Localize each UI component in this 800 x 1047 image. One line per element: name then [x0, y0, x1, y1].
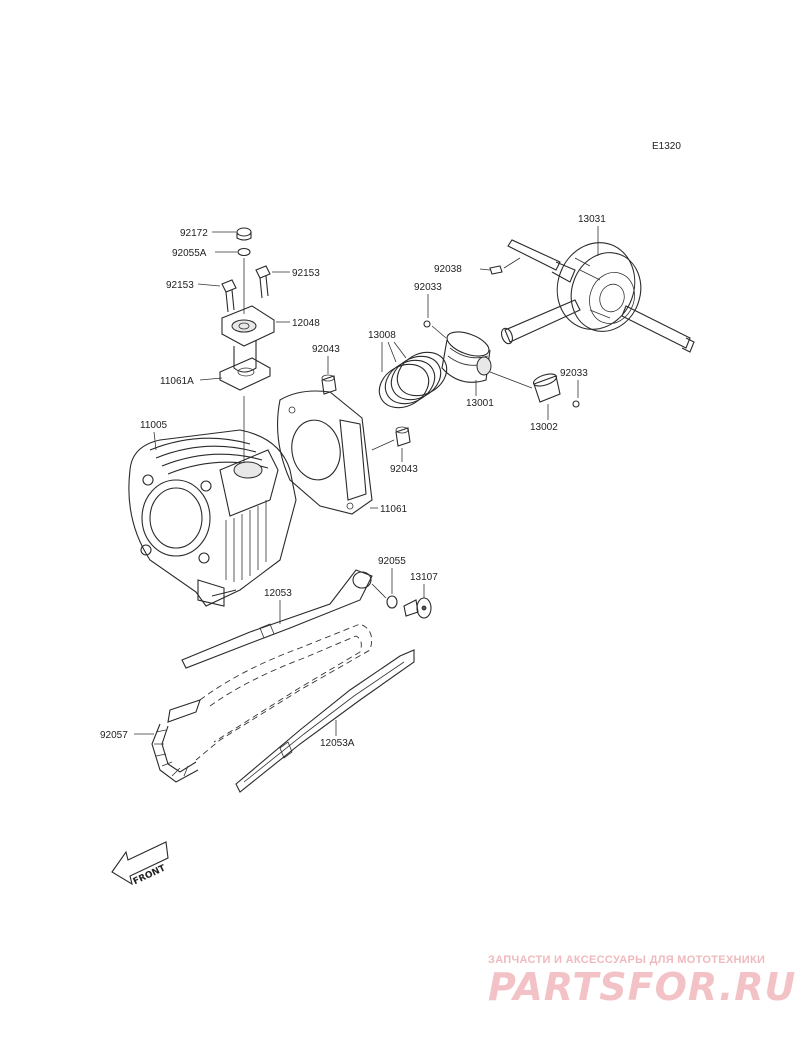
bolt-92153-right	[255, 265, 271, 299]
leader-13002-b	[489, 371, 533, 389]
piston-pin-13002	[532, 373, 561, 403]
leader-92043-b-axis	[371, 439, 395, 451]
piston-rings-13008	[378, 351, 448, 409]
watermark-logo: PARTSFOR.RU	[488, 965, 796, 1009]
guide-bolt-13107	[403, 597, 432, 619]
label-12048: 12048	[292, 318, 320, 329]
cap-bolt-92172	[236, 227, 252, 241]
label-11005: 11005	[140, 420, 168, 431]
watermark-tagline: ЗАПЧАСТИ И АКСЕССУАРЫ ДЛЯ МОТОТЕХНИКИ	[488, 954, 765, 966]
leader-13008	[381, 341, 407, 372]
diagram-code: E1320	[652, 141, 681, 152]
label-11061: 11061	[380, 504, 408, 515]
label-92153-left: 92153	[166, 280, 194, 291]
label-92043-a: 92043	[312, 344, 340, 355]
cylinder-11005	[128, 429, 297, 607]
label-92172: 92172	[180, 228, 208, 239]
label-13107: 13107	[410, 572, 438, 583]
label-13031: 13031	[578, 214, 606, 225]
leader-92153-left	[197, 283, 221, 287]
cylinder-gasket-11061	[276, 390, 373, 515]
leader-92038	[479, 268, 491, 271]
bolt-92153-left	[221, 279, 237, 313]
label-92055A: 92055A	[172, 248, 207, 259]
label-92153-right: 92153	[292, 268, 320, 279]
crankshaft-13031	[501, 239, 695, 353]
label-12053: 12053	[264, 588, 292, 599]
chain-guide-12053A	[235, 649, 415, 793]
leader-11061A	[199, 377, 223, 381]
leader-92038-b	[503, 257, 521, 269]
cam-chain-92057	[151, 623, 373, 783]
label-13008: 13008	[368, 330, 396, 341]
label-12053A: 12053A	[320, 738, 355, 749]
o-ring-92055A	[237, 247, 251, 257]
piston-pin-clip-92033-a	[423, 320, 431, 328]
woodruff-key-92038	[489, 265, 503, 275]
cam-chain-tensioner-12048	[219, 305, 275, 391]
washer-92055	[386, 595, 398, 609]
leader-92033-a-b	[431, 325, 447, 339]
label-92057: 92057	[100, 730, 128, 741]
piston-pin-clip-92033-b	[572, 400, 580, 408]
label-11061A: 11061A	[160, 376, 194, 387]
label-92038: 92038	[434, 264, 462, 275]
piston-13001	[441, 331, 492, 383]
leader-11005	[153, 431, 157, 451]
dowel-pin-92043-b	[395, 426, 411, 447]
leader-13107-axis	[371, 583, 387, 599]
front-arrow-icon: FRONT	[111, 841, 169, 887]
label-92055: 92055	[378, 556, 406, 567]
dowel-pin-92043-a	[321, 374, 337, 395]
chain-guide-12053	[181, 569, 373, 669]
label-92033-b: 92033	[560, 368, 588, 379]
label-92033-a: 92033	[414, 282, 442, 293]
label-13001: 13001	[466, 398, 494, 409]
label-13002: 13002	[530, 422, 558, 433]
label-92043-b: 92043	[390, 464, 418, 475]
